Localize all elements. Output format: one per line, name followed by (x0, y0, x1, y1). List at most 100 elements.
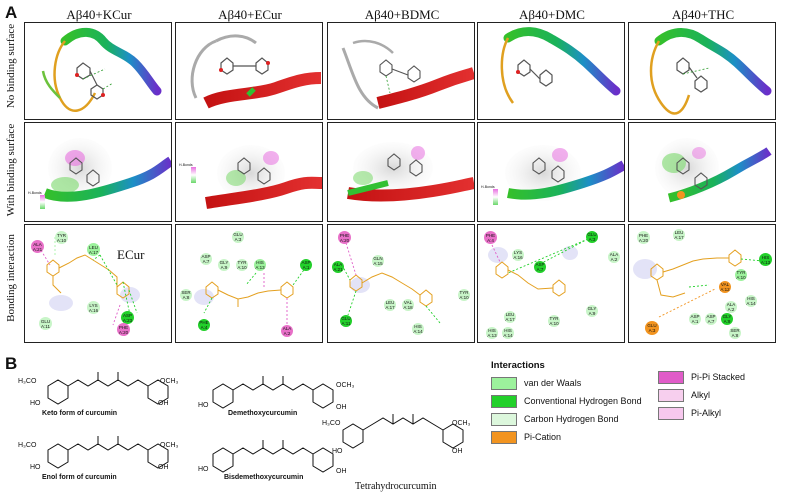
atom-label: HO (332, 448, 343, 455)
structure-ecur-with-surface: H-Bonds (175, 122, 323, 222)
panel-b-label: B (5, 354, 18, 373)
interactions-legend-col1: van der Waals Conventional Hydrogen Bond… (491, 374, 642, 446)
legend-swatch (658, 406, 684, 420)
molecule-name-tetrahydro: Tetrahydrocurcumin (355, 481, 437, 492)
structure-bdmc-no-surface (327, 22, 475, 120)
legend-swatch (491, 430, 517, 444)
residue-node: HIS A:14 (502, 327, 514, 339)
column-title-thc: Aβ40+THC (671, 7, 735, 22)
row-label-no-binding: No binding surface (5, 23, 17, 109)
interactions-legend-title: Interactions (491, 360, 545, 371)
molecule-name-enol: Enol form of curcumin (42, 474, 117, 481)
interactions-legend-col2: Pi-Pi Stacked Alkyl Pi-Alkyl (658, 368, 745, 422)
residue-node: SER A:8 (729, 327, 741, 339)
structure-dmc-no-surface (477, 22, 625, 120)
atom-label: OH (158, 400, 169, 407)
structure-thc-with-surface (628, 122, 776, 222)
molecule-name-demethoxy: Demethoxycurcumin (228, 410, 298, 417)
atom-label: HO (198, 402, 209, 409)
panel-a-label: A (5, 3, 18, 22)
residue-node: PHE A:4 (484, 231, 497, 244)
legend-swatch (658, 370, 684, 384)
legend-item-pi-pi-stacked: Pi-Pi Stacked (658, 368, 745, 386)
residue-node: LEU A:17 (384, 299, 396, 311)
row-label-with-binding: With binding surface (5, 123, 17, 217)
legend-item-alkyl: Alkyl (658, 386, 745, 404)
residue-node: HIS A:14 (745, 295, 757, 307)
interaction-diagram-bdmc: PHE A:20 ALA A:21 GLN A:15 LEU A:17 VAL … (327, 224, 475, 343)
residue-node: HIS A:13 (486, 327, 498, 339)
legend-item-conventional-hbond: Conventional Hydrogen Bond (491, 392, 642, 410)
atom-label: OCH₃ (452, 420, 471, 427)
surface-legend-ecur: H-Bonds (179, 163, 199, 187)
legend-item-pi-alkyl: Pi-Alkyl (658, 404, 745, 422)
residue-node: GLU A:11 (39, 317, 52, 330)
residue-node: ALA A:21 (31, 240, 44, 253)
residue-node: LEU A:17 (87, 243, 100, 256)
molecule-name-keto: Keto form of curcumin (42, 410, 118, 417)
atom-label: H₃CO (18, 378, 37, 385)
residue-node: ALA A:2 (281, 325, 293, 337)
residue-node: LEU A:17 (673, 229, 685, 241)
structure-ecur-no-surface (175, 22, 323, 120)
surface-legend-kcur: H-Bonds (28, 191, 48, 213)
legend-label: Pi-Alkyl (691, 408, 722, 418)
structure-thc-no-surface (628, 22, 776, 120)
residue-node: PHE A:20 (117, 323, 130, 336)
residue-node: VAL A:12 (719, 281, 731, 293)
residue-node: ALA A:2 (725, 301, 737, 313)
residue-node: HIS A:13 (759, 253, 772, 266)
residue-node: PHE A:4 (198, 319, 210, 331)
structure-kcur-no-surface (24, 22, 172, 120)
interaction-diagram-thc: PHE A:20 LEU A:17 HIS A:13 TYR A:10 VAL … (628, 224, 776, 343)
legend-item-van-der-waals: van der Waals (491, 374, 642, 392)
surface-legend-dmc: H-Bonds (481, 185, 501, 209)
overlay-label: ECur (117, 247, 145, 262)
atom-label: H₃CO (322, 420, 341, 427)
residue-node: PHE A:20 (338, 231, 351, 244)
atom-label: OH (336, 404, 347, 411)
residue-node: ALA A:21 (332, 261, 344, 273)
atom-label: OCH₃ (160, 442, 179, 449)
structure-bdmc-with-surface (327, 122, 475, 222)
structure-dmc-with-surface: H-Bonds (477, 122, 625, 222)
residue-node: GLN A:15 (372, 255, 384, 267)
legend-item-pi-cation: Pi-Cation (491, 428, 642, 446)
legend-label: Pi-Pi Stacked (691, 372, 746, 382)
residue-node: HIS A:13 (254, 259, 266, 271)
legend-label: Pi-Cation (524, 432, 562, 442)
curcuminoid-structures (47, 372, 464, 473)
atom-label: OH (336, 468, 347, 475)
interaction-diagram-ecur: GLU A:3 ASP A:7 GLY A:9 TYR A:10 HIS A:1… (175, 224, 323, 343)
column-title-ecur: Aβ40+ECur (218, 7, 282, 22)
column-title-bdmc: Aβ40+BDMC (364, 7, 440, 22)
residue-node: GLY A:9 (721, 313, 733, 325)
residue-node: TYR A:10 (55, 231, 68, 244)
residue-node: TYR A:10 (735, 269, 747, 281)
residue-node: SER A:8 (180, 289, 192, 301)
residue-node: GLY A:9 (586, 305, 598, 317)
residue-node: GLU A:11 (340, 315, 352, 327)
atom-label: H₃CO (18, 442, 37, 449)
legend-label: van der Waals (524, 378, 582, 388)
residue-node: GLU A:3 (586, 231, 598, 243)
structure-kcur-with-surface: H-Bonds (24, 122, 172, 222)
interaction-diagram-dmc: PHE A:4 LYS A:16 GLU A:3 ALA A:2 ASP A:7… (477, 224, 625, 343)
residue-node: LEU A:17 (504, 311, 516, 323)
residue-node: TYR A:10 (458, 289, 470, 301)
atom-label: OH (452, 448, 463, 455)
residue-node: TYR A:10 (236, 259, 248, 271)
residue-node: GLU A:3 (232, 231, 244, 243)
molecule-name-bisdemethoxy: Bisdemethoxycurcumin (224, 474, 304, 481)
residue-node: ASP A:1 (689, 313, 701, 325)
column-title-kcur: Aβ40+KCur (66, 7, 132, 22)
residue-node: ASP A:7 (705, 313, 717, 325)
legend-swatch (491, 376, 517, 390)
interaction-diagram-kcur: TYR A:10 LEU A:17 ALA A:21 LYS A:16 GLU … (24, 224, 172, 343)
residue-node: ALA A:2 (608, 251, 620, 263)
atom-label: OH (158, 464, 169, 471)
residue-node: PHE A:20 (637, 231, 650, 244)
legend-item-carbon-hbond: Carbon Hydrogen Bond (491, 410, 642, 428)
atom-label: OCH₃ (160, 378, 179, 385)
legend-label: Carbon Hydrogen Bond (524, 414, 619, 424)
